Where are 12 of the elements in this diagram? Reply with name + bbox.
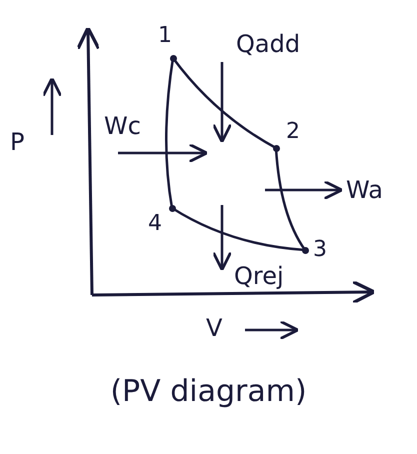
point-number: 4 [148, 212, 162, 236]
axis-or-energy-label: Qadd [236, 30, 300, 58]
axis-or-energy-label: P [10, 128, 24, 156]
axis-or-energy-label: V [206, 314, 222, 342]
axis-or-energy-label: Wa [346, 176, 383, 204]
axis-or-energy-label: Qrej [234, 262, 284, 290]
point-number: 2 [286, 120, 300, 144]
axis-or-energy-label: Wc [104, 112, 141, 140]
point-number: 1 [158, 24, 172, 48]
state-point [158, 24, 177, 62]
point-number: 3 [313, 238, 327, 262]
caption: (PV diagram) [109, 373, 308, 411]
